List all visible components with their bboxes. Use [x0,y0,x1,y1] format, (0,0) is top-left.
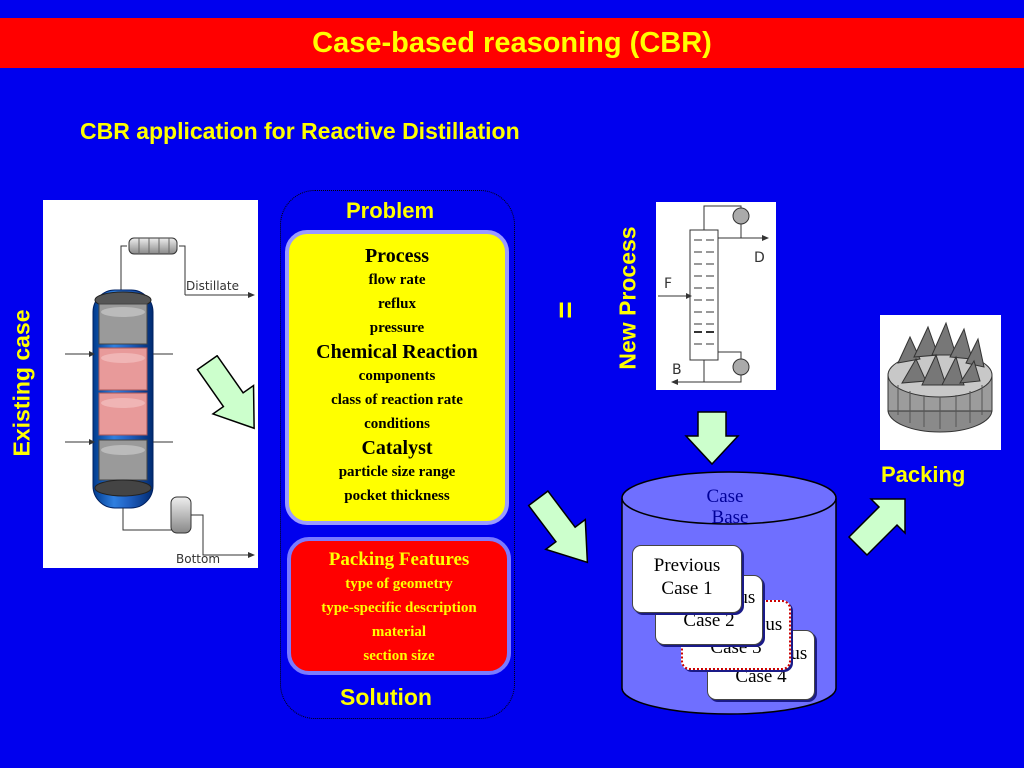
packing-feature-item: type-specific description [321,600,477,616]
case-base-label-line2: Base [711,507,749,528]
packing-feature-item: type of geometry [345,576,453,592]
case-base-label: Case Base [690,486,770,528]
arrow-down-icon [684,411,740,466]
arrow-to-packing-icon [847,498,906,557]
previous-case-1[interactable]: Previous Case 1 [632,545,742,613]
bottom-label: Bottom [176,552,220,566]
bottom-b-label: B [672,362,682,378]
reaction-item: components [358,368,436,384]
packing-feature-item: material [371,624,427,640]
catalyst-item: pocket thickness [344,488,450,504]
distillate-d-label: D [754,250,765,266]
case-base-label-line1: Case [706,486,744,507]
case-line2: Case 2 [683,610,735,631]
packing-label: Packing [881,462,966,487]
process-item: pressure [369,320,425,336]
reaction-heading: Chemical Reaction [316,341,478,363]
case-line2: Case 1 [661,578,713,599]
problem-label: Problem [346,198,435,223]
slide-subtitle: CBR application for Reactive Distillatio… [80,118,520,144]
new-process-schematic: D F B [656,202,776,390]
arrow-to-problem-icon [196,355,255,430]
new-process-drawing: D F B [658,205,769,385]
case-line2: Case 4 [735,666,787,687]
title-bar [0,18,1024,68]
reaction-item: class of reaction rate [331,392,463,408]
process-item: flow rate [368,272,426,288]
existing-case-label: Existing case [8,309,35,457]
feed-f-label: F [664,276,672,292]
distillation-column-drawing: Distillate Bottom [65,237,255,566]
process-item: reflux [377,296,417,312]
equals-sign: = [549,301,582,319]
slide-title: Case-based reasoning (CBR) [312,27,712,59]
reaction-item: conditions [364,416,430,432]
new-process-label: New Process [614,226,641,370]
packing-image [880,315,1001,450]
packing-features-heading: Packing Features [328,549,470,570]
solution-label: Solution [340,684,432,710]
case-line1: Previous [653,555,721,576]
problem-solution-group [280,190,515,719]
structured-packing-drawing [887,321,993,433]
catalyst-item: particle size range [338,464,456,480]
problem-box: Process flow rate reflux pressure Chemic… [285,230,509,525]
process-heading: Process [364,245,430,267]
packing-features-box: Packing Features type of geometry type-s… [287,537,511,675]
packing-feature-item: section size [363,648,435,664]
arrow-to-case-base-icon [527,490,589,564]
distillate-label: Distillate [186,279,239,293]
catalyst-heading: Catalyst [361,437,433,459]
